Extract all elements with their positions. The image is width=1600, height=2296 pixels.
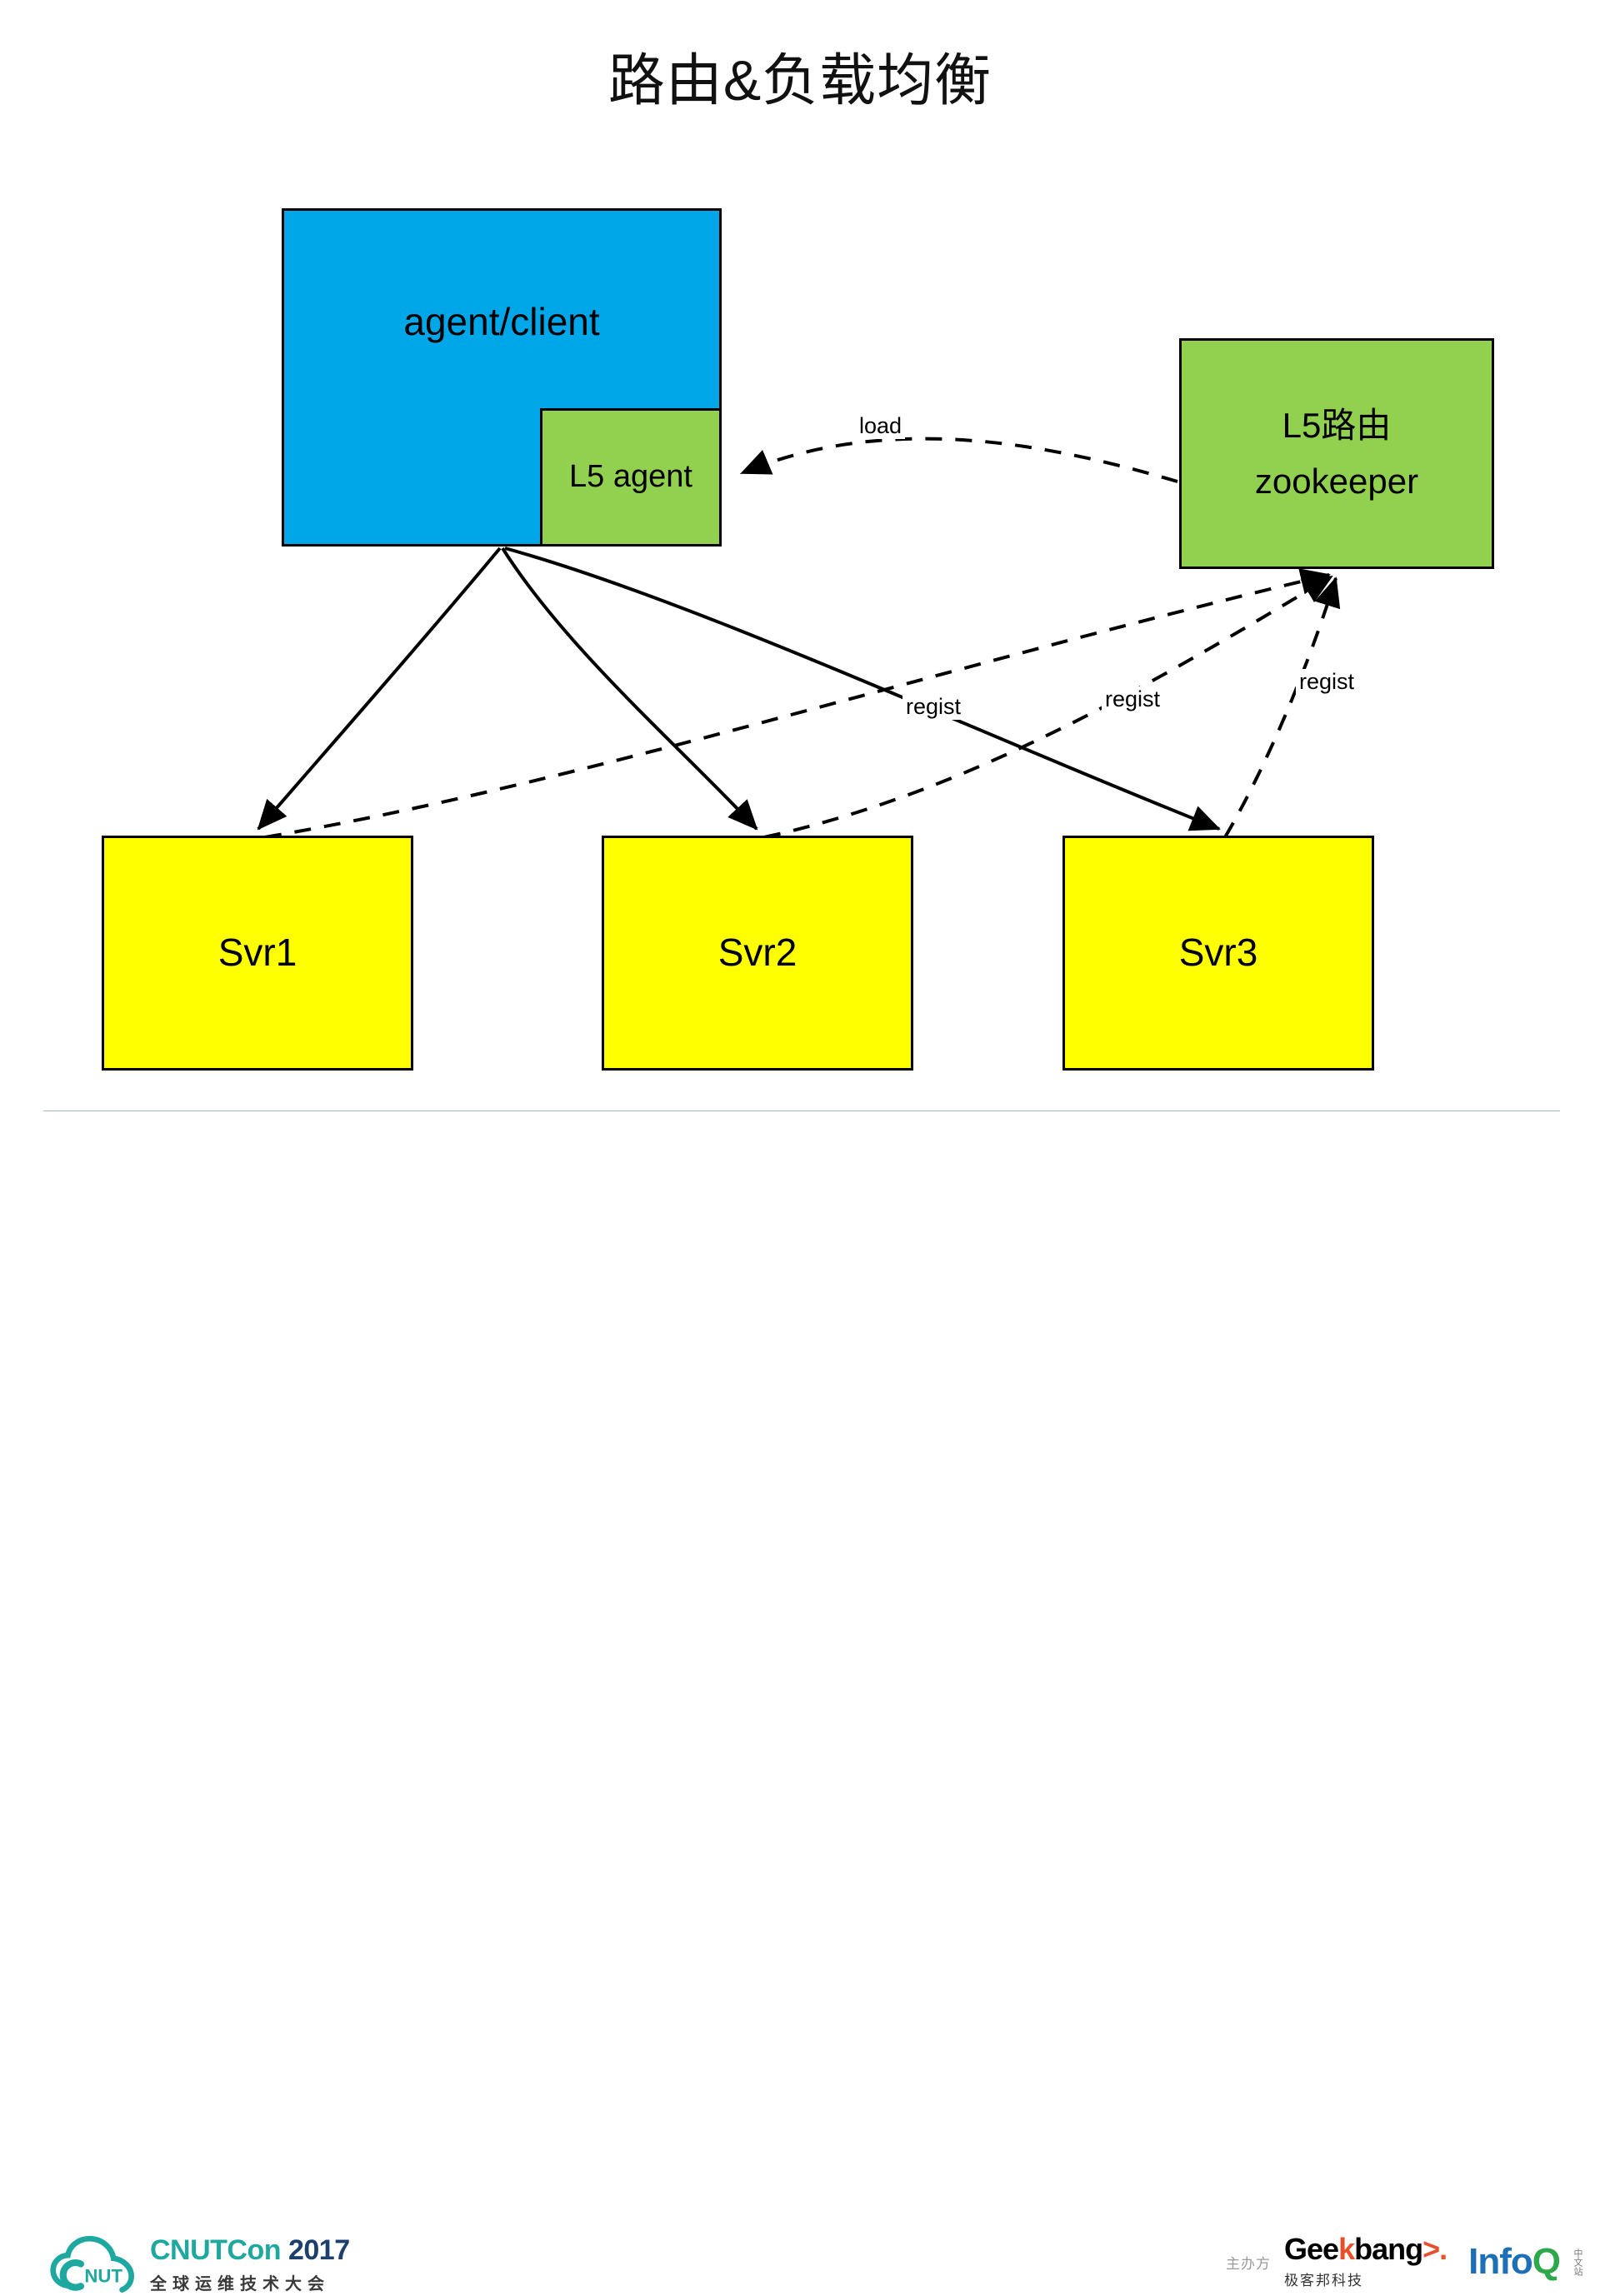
cnut-cloud-icon: NUT — [50, 2235, 134, 2293]
svg-text:NUT: NUT — [84, 2266, 122, 2287]
edge-label-regist-svr1: regist — [902, 694, 965, 720]
node-l5-route-label: L5路由 — [1282, 406, 1392, 445]
node-l5-agent[interactable]: L5 agent — [540, 408, 722, 547]
edge-route-svr3 — [504, 547, 1221, 831]
edge-load — [740, 437, 1178, 483]
node-agent-client-label: agent/client — [403, 300, 600, 343]
geekbang-bang: bang — [1354, 2232, 1423, 2266]
cnutcon-subtitle: 全球运维技术大会 — [150, 2275, 330, 2294]
node-svr1-label: Svr1 — [218, 931, 298, 975]
node-svr3-label: Svr3 — [1178, 931, 1258, 975]
infoq-info: Info — [1468, 2241, 1533, 2282]
edge-label-regist-svr3: regist — [1296, 669, 1358, 695]
edge-label-load: load — [856, 413, 906, 439]
footer: NUT CNUTCon 2017 全球运维技术大会 主办方 Geekbang>.… — [0, 1111, 1600, 2294]
diagram-canvas: agent/client L5 agent L5路由 zookeeper Svr… — [0, 0, 1600, 1108]
node-svr1[interactable]: Svr1 — [102, 836, 413, 1071]
edge-route-svr1 — [257, 547, 502, 831]
infoq-tagline: 中文站 — [1572, 2249, 1582, 2276]
node-svr3[interactable]: Svr3 — [1062, 836, 1374, 1071]
node-svr2[interactable]: Svr2 — [602, 836, 913, 1071]
cnutcon-wordmark: CNUTCon 2017 全球运维技术大会 — [150, 2236, 350, 2294]
infoq-logo: InfoQ 中文站 — [1468, 2241, 1582, 2282]
edge-label-regist-svr2: regist — [1102, 686, 1164, 712]
cnutcon-title-year: 2017 — [288, 2234, 350, 2266]
cnutcon-logo: NUT CNUTCon 2017 全球运维技术大会 — [48, 2234, 350, 2296]
node-l5-agent-label: L5 agent — [569, 459, 692, 495]
edge-route-svr2 — [501, 547, 758, 831]
edge-regist-svr3 — [1223, 576, 1341, 839]
cnutcon-title: CNUTCon 2017 — [150, 2236, 350, 2264]
infoq-q: Q — [1532, 2241, 1561, 2282]
sponsor-logos: 主办方 Geekbang>. 极客邦科技 InfoQ 中文站 — [1226, 2232, 1582, 2289]
edge-regist-svr2 — [763, 575, 1333, 839]
geekbang-subtitle: 极客邦科技 — [1284, 2273, 1364, 2289]
diagram-edges — [257, 437, 1341, 839]
edge-regist-svr1 — [264, 568, 1331, 839]
cnutcon-title-teal: CNUTCon — [150, 2234, 288, 2266]
geekbang-logo: Geekbang>. 极客邦科技 — [1284, 2232, 1448, 2289]
geekbang-wordmark: Geekbang>. — [1284, 2232, 1448, 2266]
node-svr2-label: Svr2 — [718, 931, 798, 975]
page-title: 路由&负载均衡 — [608, 49, 992, 112]
geekbang-arrow-icon: >. — [1422, 2232, 1448, 2266]
node-agent-client[interactable]: agent/client — [282, 208, 722, 547]
node-zookeeper-label: zookeeper — [1254, 461, 1419, 501]
host-label: 主办方 — [1226, 2255, 1272, 2272]
node-l5-route-zookeeper[interactable]: L5路由 zookeeper — [1179, 338, 1494, 569]
geekbang-k: k — [1338, 2232, 1355, 2266]
geekbang-gee: Gee — [1284, 2232, 1339, 2266]
